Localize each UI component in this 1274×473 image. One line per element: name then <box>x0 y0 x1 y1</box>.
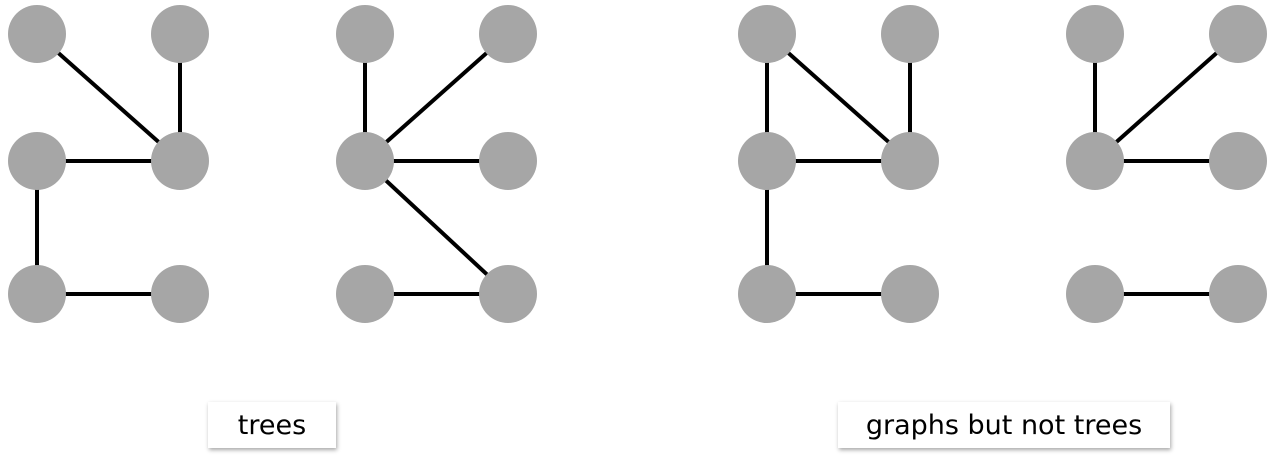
node-b <box>479 5 537 63</box>
graph-not-tree-1 <box>738 5 939 323</box>
node-d <box>881 132 939 190</box>
node-d <box>1209 132 1267 190</box>
node-a <box>1066 5 1124 63</box>
node-f <box>151 265 209 323</box>
node-e <box>336 265 394 323</box>
node-c <box>1066 132 1124 190</box>
not-trees-label: graphs but not trees <box>838 402 1170 448</box>
graph-tree-1 <box>8 5 209 323</box>
node-a <box>738 5 796 63</box>
node-a <box>8 5 66 63</box>
node-c <box>336 132 394 190</box>
graph-tree-2 <box>336 5 537 323</box>
node-e <box>1066 265 1124 323</box>
trees-label-text: trees <box>237 409 307 441</box>
node-c <box>8 132 66 190</box>
node-f <box>1209 265 1267 323</box>
not-trees-label-text: graphs but not trees <box>865 409 1143 441</box>
edge-a-d <box>35 32 182 163</box>
node-f <box>881 265 939 323</box>
node-e <box>738 265 796 323</box>
node-c <box>738 132 796 190</box>
edge-b-c <box>363 32 510 163</box>
edge-a-d <box>765 32 912 163</box>
node-f <box>479 265 537 323</box>
node-e <box>8 265 66 323</box>
edge-c-f <box>363 159 510 296</box>
node-d <box>151 132 209 190</box>
trees-label: trees <box>208 402 336 448</box>
edge-b-c <box>1093 32 1240 163</box>
node-d <box>479 132 537 190</box>
graph-not-tree-2 <box>1066 5 1267 323</box>
node-a <box>336 5 394 63</box>
node-b <box>881 5 939 63</box>
node-b <box>151 5 209 63</box>
node-b <box>1209 5 1267 63</box>
